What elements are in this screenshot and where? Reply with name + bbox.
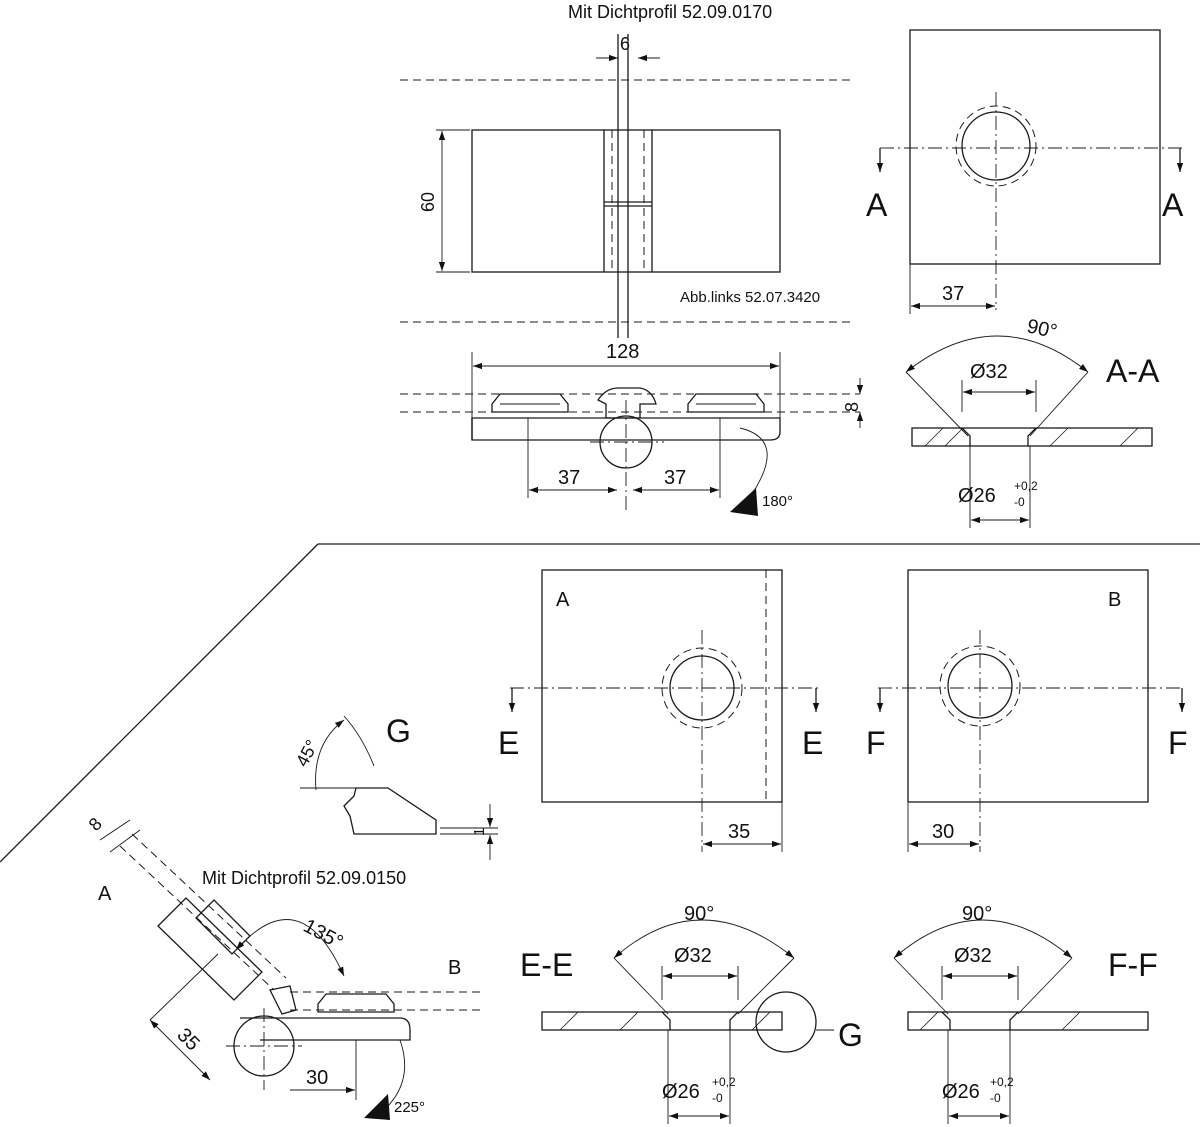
section-ff-tol-upper: +0,2 [990,1075,1014,1089]
section-aa: A-A 90° Ø32 Ø26 +0,2 -0 [905,315,1160,528]
section-ff-title: F-F [1108,947,1158,983]
top-profile-label: Mit Dichtprofil 52.09.0170 [568,2,772,22]
detail-g-angle: 45° [292,736,322,769]
plate-a-view: A E E 35 [498,569,823,852]
hinge-label-a: A [98,883,112,905]
plate-right-section-left: A [866,187,888,223]
hinge-thickness-dim: 8 [85,814,106,835]
section-aa-dia-inner: Ø26 [958,485,996,507]
section-ff-tol-lower: -0 [990,1091,1001,1105]
section-ff-dia-inner: Ø26 [942,1081,980,1103]
plate-a-section-left: E [498,725,519,761]
hinge-angle: 135° [300,915,347,954]
plate-b-view: B F F 30 [866,569,1188,852]
top-width-dim: 128 [606,341,639,363]
detail-g: G 45° 1 [292,713,498,860]
section-aa-title: A-A [1106,353,1160,389]
hinge-30-dim: 30 [306,1067,328,1089]
hinge-35-dim: 35 [172,1024,203,1055]
section-ee-detail-ref: G [838,1017,863,1053]
plate-right-view: A A 37 [866,29,1184,314]
section-aa-tol-upper: +0,2 [1014,479,1038,493]
hinge-profile-label: Mit Dichtprofil 52.09.0150 [202,868,406,888]
hinge-135-view: Mit Dichtprofil 52.09.0150 8 A B 135° 35… [85,814,480,1120]
top-angle: 180° [762,493,793,510]
top-right-dim: 37 [664,467,686,489]
hinge-label-b: B [448,957,461,979]
plate-right-section-right: A [1162,187,1184,223]
top-thickness-dim: 8 [842,402,862,412]
section-aa-tol-lower: -0 [1014,495,1025,509]
top-left-dim: 37 [558,467,580,489]
top-gap-dim: 6 [620,34,630,54]
section-ee-tol-lower: -0 [712,1091,723,1105]
section-ee: E-E 90° Ø32 G Ø26 +0,2 -0 [520,903,863,1124]
plate-a-label: A [556,589,570,611]
top-note: Abb.links 52.07.3420 [680,289,820,306]
plate-right-dim: 37 [942,283,964,305]
top-side-view: 128 8 37 37 180° [400,341,864,516]
plate-b-label: B [1108,589,1121,611]
hinge-swing-angle: 225° [394,1099,425,1116]
section-aa-dia-outer: Ø32 [970,361,1008,383]
section-ff: F-F 90° Ø32 Ø26 +0,2 -0 [893,903,1158,1124]
detail-g-label: G [386,713,411,749]
section-ff-angle: 90° [962,903,992,925]
detail-g-dim: 1 [471,828,488,836]
section-aa-angle: 90° [1025,315,1059,343]
section-ee-title: E-E [520,947,573,983]
section-ee-dia-outer: Ø32 [674,945,712,967]
section-ee-angle: 90° [684,903,714,925]
plate-a-dim: 35 [728,821,750,843]
section-ee-tol-upper: +0,2 [712,1075,736,1089]
plate-a-section-right: E [802,725,823,761]
plate-b-section-right: F [1168,725,1188,761]
section-ff-dia-outer: Ø32 [954,945,992,967]
plate-b-section-left: F [866,725,886,761]
top-height-dim: 60 [418,192,438,212]
plate-b-dim: 30 [932,821,954,843]
top-front-view: Mit Dichtprofil 52.09.0170 6 60 Abb.link… [400,2,850,338]
section-ee-dia-inner: Ø26 [662,1081,700,1103]
